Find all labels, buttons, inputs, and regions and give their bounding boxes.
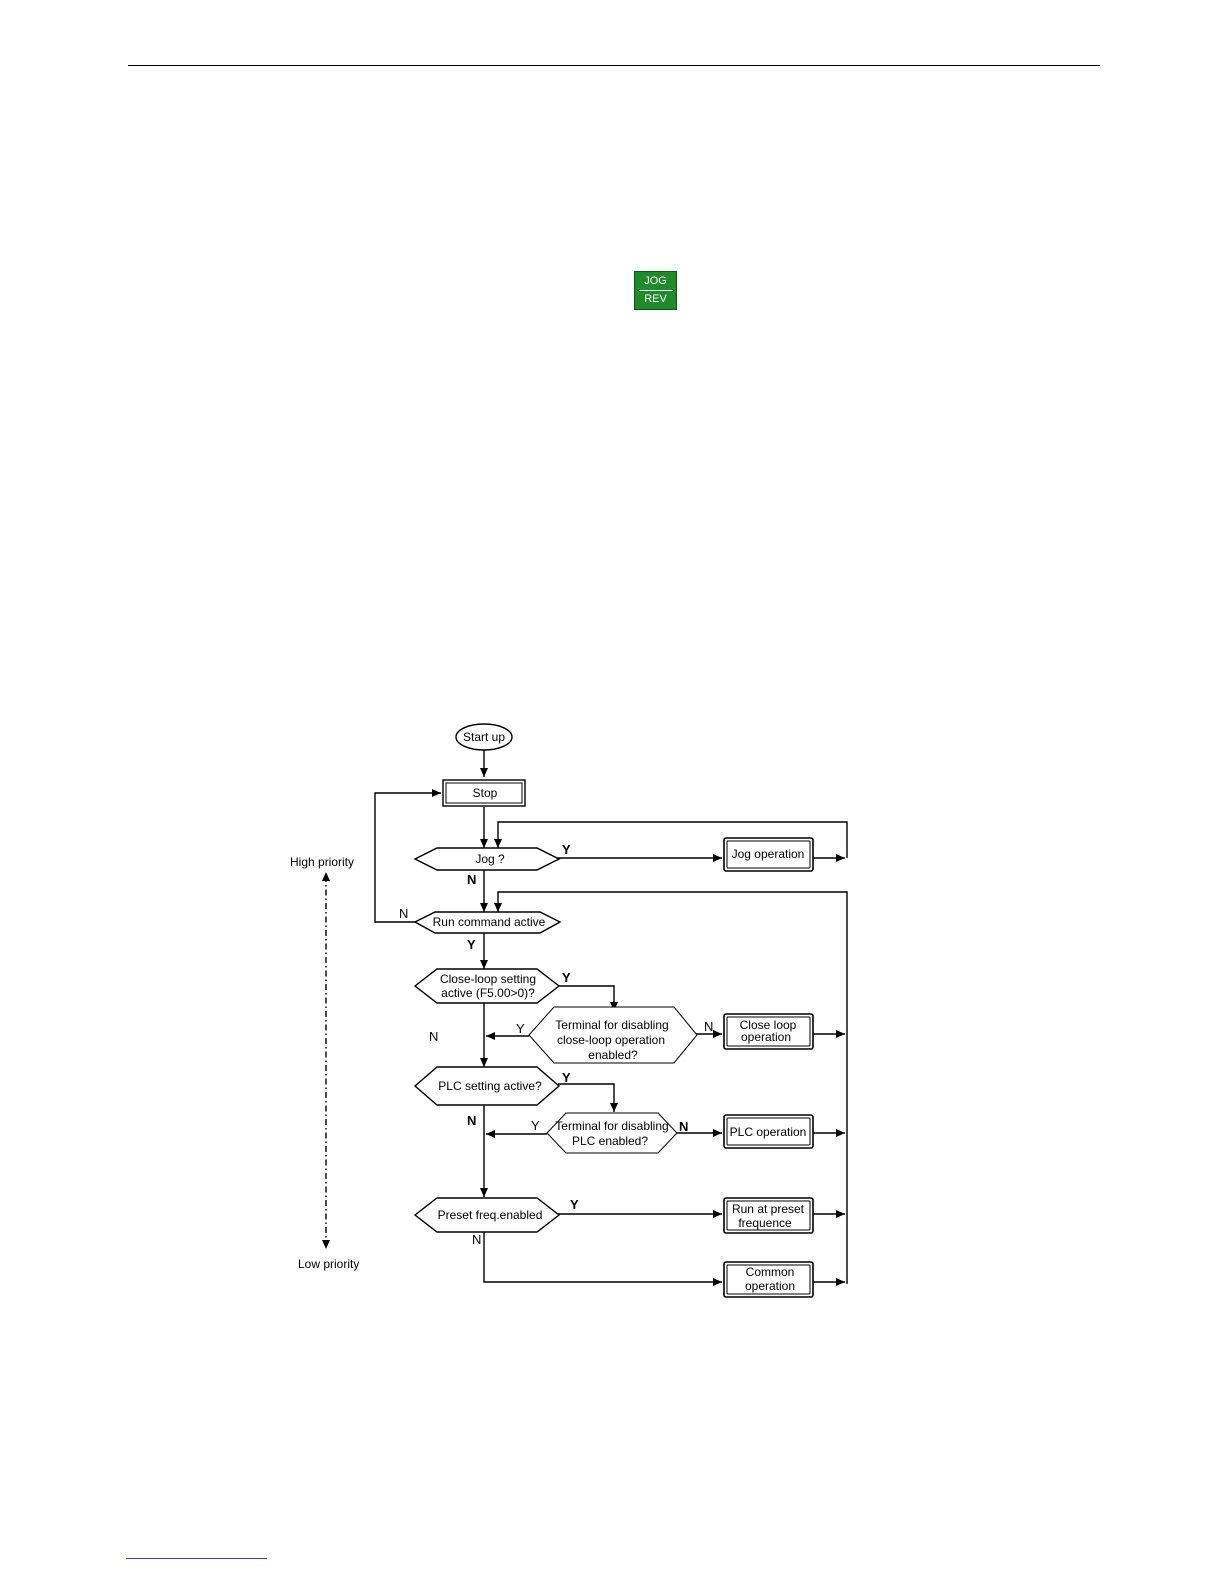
common-op-label-1: Common [746,1265,795,1279]
close-loop-operation-box-inner [726,1016,811,1047]
preset-operation-box [723,1197,814,1234]
close-loop-label-1: Close-loop setting [440,972,536,986]
plc-operation-box [723,1114,814,1149]
preset-op-label-1: Run at preset [732,1202,805,1216]
plc-operation-box-inner [726,1117,811,1146]
close-yes-label: Y [562,970,571,985]
common-operation-box [723,1261,814,1298]
plc-question-label: PLC setting active? [438,1079,542,1093]
term-close-no-label: N [704,1019,713,1034]
term-plc-yes-label: Y [531,1118,540,1133]
jog-operation-box-inner [726,840,811,869]
connector-close-yes [558,985,618,1011]
header-rule [128,65,1100,66]
terminal-close-label-2: close-loop operation [557,1033,665,1047]
preset-question-label: Preset freq.enabled [438,1208,543,1222]
terminal-close-loop-decision [528,1006,698,1064]
connector-plc-yes [558,1083,618,1112]
rev-key-label: REV [644,293,667,305]
stop-label: Stop [473,786,498,800]
common-operation-box-inner [726,1264,811,1295]
plc-operation-label: PLC operation [730,1125,807,1139]
stop-box-inner [445,782,523,804]
run-command-label: Run command active [433,915,546,929]
connector-run-no [374,789,441,923]
jog-decision [413,847,561,871]
close-loop-decision [413,968,561,1004]
jog-question-label: Jog ? [475,852,505,866]
connector-preset-no [483,1232,722,1286]
jog-key-divider [638,290,673,291]
start-label: Start up [463,730,505,744]
term-close-yes-label: Y [516,1021,525,1036]
jog-operation-box [723,837,814,872]
preset-yes-label: Y [570,1197,579,1212]
connector-jog-loop [494,821,848,858]
term-plc-no-label: N [679,1119,688,1134]
terminal-close-label-1: Terminal for disabling [555,1018,668,1032]
preset-no-label: N [472,1232,481,1247]
footer-link-underline [126,1558,267,1559]
preset-op-label-2: frequence [738,1216,792,1230]
jog-no-label: N [467,872,476,887]
terminal-close-label-3: enabled? [588,1048,638,1062]
terminal-plc-label-2: PLC enabled? [572,1134,648,1148]
high-priority-label: High priority [290,855,354,869]
start-terminal [455,723,513,751]
low-priority-label: Low priority [298,1257,359,1271]
preset-decision [413,1197,561,1233]
run-command-decision [413,911,562,934]
jog-operation-label: Jog operation [732,847,805,861]
terminal-plc-decision [546,1112,678,1154]
run-no-label: N [399,906,408,921]
common-op-label-2: operation [745,1279,795,1293]
close-op-label-2: operation [741,1030,791,1044]
close-loop-label-2: active (F5.00>0)? [441,986,535,1000]
jog-rev-key-icon: JOG REV [634,271,677,310]
close-no-label: N [429,1029,438,1044]
plc-no-label: N [467,1113,476,1128]
preset-operation-box-inner [726,1200,811,1231]
run-yes-label: Y [467,937,476,952]
plc-decision [413,1066,561,1106]
jog-key-label: JOG [644,275,667,287]
close-op-label-1: Close loop [740,1018,797,1032]
plc-yes-label: Y [562,1070,571,1085]
jog-yes-label: Y [562,842,571,857]
stop-box [442,779,526,807]
connector-return-bus [494,891,848,1284]
terminal-plc-label-1: Terminal for disabling [555,1119,668,1133]
close-loop-operation-box [723,1013,814,1050]
